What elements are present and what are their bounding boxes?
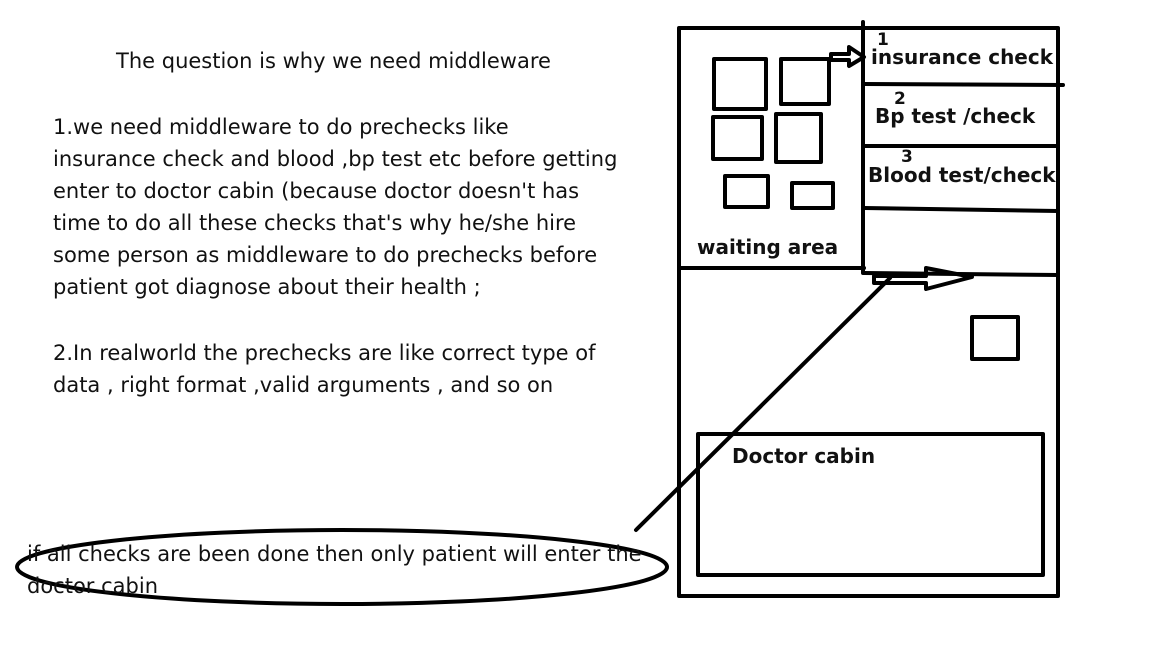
clinic-outline: [677, 26, 1060, 598]
chair: [712, 57, 768, 111]
note-line: if all checks are been done then only pa…: [27, 542, 642, 566]
chair: [711, 115, 764, 161]
insurance-check-label: insurance check: [871, 45, 1054, 69]
chair: [790, 181, 835, 210]
note-text: if all checks are been done then only pa…: [27, 538, 642, 602]
check-number-3: 3: [901, 147, 913, 167]
note-line: doctor cabin: [27, 574, 159, 598]
doctor-cabin-label: Doctor cabin: [732, 444, 876, 468]
point-1-line: enter to doctor cabin (because doctor do…: [53, 179, 580, 203]
check-divider-3: [862, 206, 1060, 213]
note-outline: [15, 528, 669, 606]
point-1-line: some person as middleware to do precheck…: [53, 243, 598, 267]
point-1-line: insurance check and blood ,bp test etc b…: [53, 147, 618, 171]
question-title: The question is why we need middleware: [116, 49, 551, 73]
check-number-1: 1: [877, 30, 889, 50]
doctor-cabin-box: [696, 432, 1045, 577]
point-1-line: 1.we need middleware to do prechecks lik…: [53, 115, 509, 139]
point-2-paragraph: 2.In realworld the prechecks are like co…: [53, 337, 596, 401]
chair: [779, 57, 831, 106]
waiting-area-label: waiting area: [697, 235, 839, 259]
point-1-line: time to do all these checks that's why h…: [53, 211, 577, 235]
check-divider-1: [862, 82, 1065, 87]
blood-check-label: Blood test/check: [868, 163, 1056, 187]
point-1-paragraph: 1.we need middleware to do prechecks lik…: [53, 111, 617, 303]
bp-check-label: Bp test /check: [875, 104, 1036, 128]
arrow-to-insurance-check: [829, 45, 866, 68]
small-box: [970, 315, 1020, 361]
note-connector-line: [634, 276, 892, 532]
chair: [723, 174, 770, 209]
point-2-line: data , right format ,valid arguments , a…: [53, 373, 554, 397]
chair: [774, 112, 823, 164]
point-1-line: patient got diagnose about their health …: [53, 275, 481, 299]
point-2-line: 2.In realworld the prechecks are like co…: [53, 341, 596, 365]
check-number-2: 2: [894, 89, 906, 109]
